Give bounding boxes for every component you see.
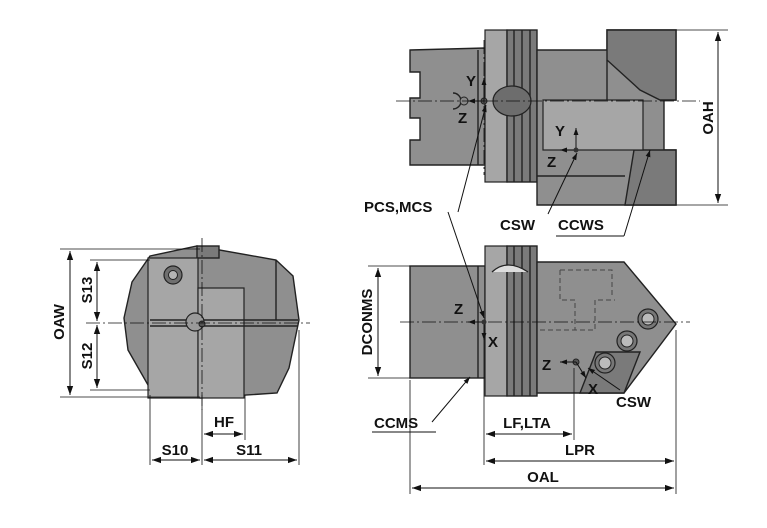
top-shank [409,47,486,166]
oal-label: OAL [527,469,559,486]
ccws-label: CCWS [558,217,604,234]
top-tip-axis-z-label: Z [547,154,556,171]
csw-top-label: CSW [500,217,536,234]
csw-side-label: CSW [616,394,652,411]
top-axis-y-label: Y [466,73,476,90]
s10-label: S10 [162,442,189,459]
oah-label: OAH [700,101,717,134]
side-head [536,261,677,394]
side-view: Z X Z X DCONMS LF,LTA LPR OAL CCMS CSW [359,245,690,494]
s13-label: S13 [79,277,96,304]
leaders: PCS,MCS CSW CCWS [364,104,651,319]
dconms-label: DCONMS [359,289,376,356]
top-tip-axis-y-label: Y [555,123,565,140]
tip-axis-x-label: X [588,381,598,398]
pcs-mcs-label: PCS,MCS [364,199,432,216]
top-axis-z-label: Z [458,110,467,127]
ccms-label: CCMS [374,415,418,432]
side-axis-x-label: X [488,334,498,351]
lf-lta-label: LF,LTA [503,415,551,432]
tip-axis-z-label: Z [542,357,551,374]
s11-label: S11 [236,442,262,459]
s12-label: S12 [79,343,96,370]
top-view: Y Z Y Z OAH [396,29,728,206]
front-view: OAW S13 S12 HF S10 S11 [51,238,310,465]
side-axis-z-label: Z [454,301,463,318]
oaw-label: OAW [51,303,68,340]
lpr-label: LPR [565,442,595,459]
hf-label: HF [214,414,234,431]
